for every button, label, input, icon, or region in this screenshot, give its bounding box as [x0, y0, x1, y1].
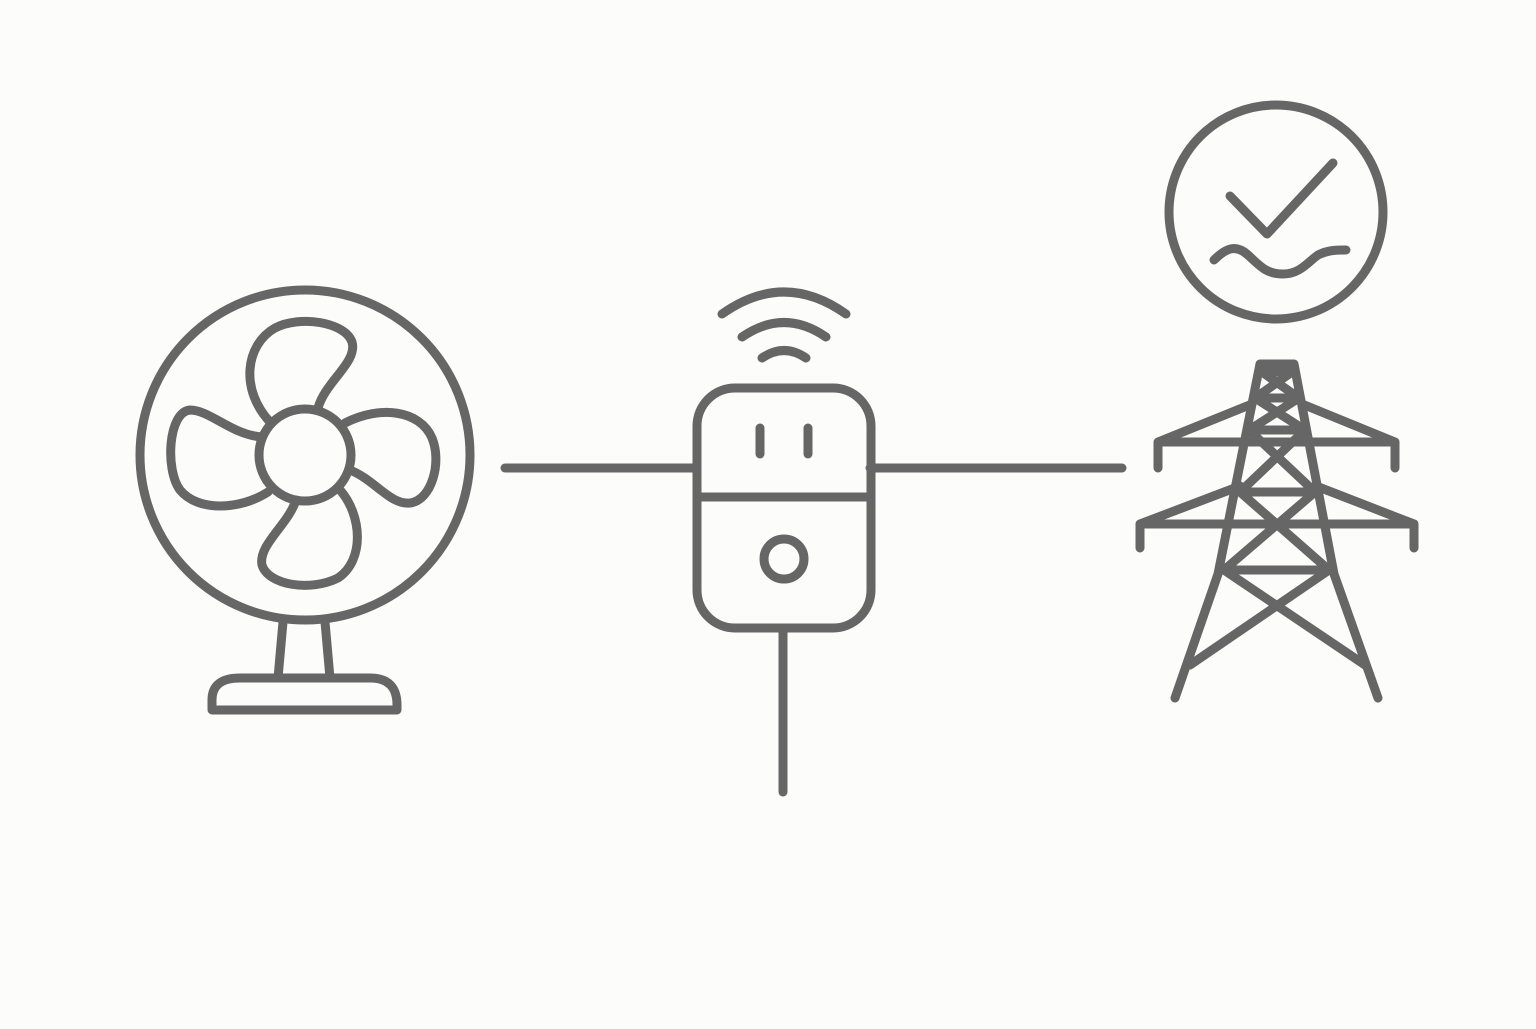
fan-blade-right — [340, 407, 441, 508]
smart-plug-body — [692, 383, 876, 633]
fan-hub — [254, 404, 356, 506]
checkmark-icon — [1225, 158, 1338, 239]
tower-middle-lattice — [1219, 425, 1334, 575]
power-tower-icon — [1135, 359, 1419, 703]
plug-power-button — [759, 534, 809, 584]
fan-stand — [273, 617, 335, 683]
wifi-arc-small — [757, 346, 811, 363]
tower-top-crossarm — [1153, 399, 1400, 473]
fan-blade-bottom — [257, 485, 362, 590]
desk-fan-icon — [135, 285, 475, 715]
wifi-signal-icon — [717, 287, 851, 363]
fan-guard-ring — [135, 285, 475, 625]
badge-circle — [1164, 100, 1388, 324]
grid-status-badge — [1164, 100, 1388, 324]
smart-plug-icon — [692, 287, 876, 633]
wifi-arc-medium — [737, 318, 831, 342]
sine-wave-icon — [1209, 244, 1351, 279]
fan-base — [207, 673, 402, 715]
fan-blade-left — [166, 405, 273, 511]
connectors — [500, 463, 1127, 797]
fan-blade-top — [245, 317, 358, 427]
wifi-arc-large — [717, 287, 851, 319]
tower-upper-lattice — [1244, 367, 1310, 435]
fan-blades — [166, 317, 441, 590]
tower-legs — [1170, 359, 1383, 703]
tower-lower-crossarm — [1135, 481, 1419, 553]
tower-lower-lattice — [1185, 565, 1370, 670]
